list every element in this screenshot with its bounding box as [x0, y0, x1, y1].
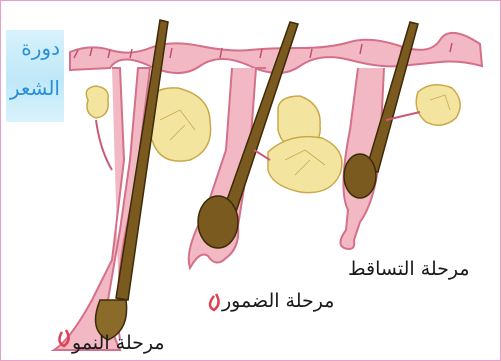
title-line-2: الشعر [10, 76, 60, 100]
title-line-1: دورة [21, 36, 60, 60]
label-growth-phase: مرحلة النمو [72, 332, 165, 354]
label-regression-phase: مرحلة الضمور [222, 290, 334, 312]
label-shedding-phase: مرحلة التساقط [348, 258, 470, 280]
title-box: دورة الشعر [6, 30, 64, 122]
